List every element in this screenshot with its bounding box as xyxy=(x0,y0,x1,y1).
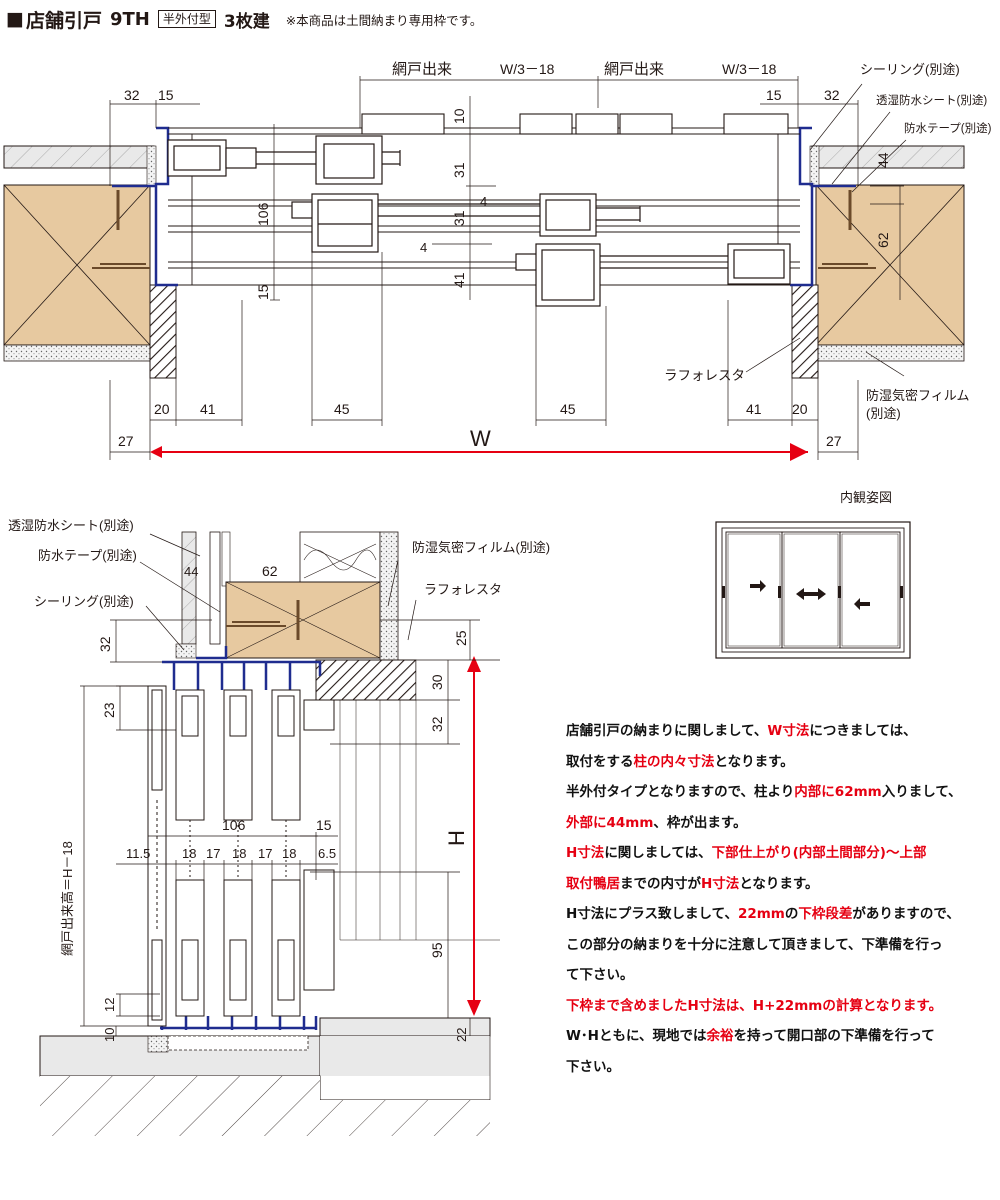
note-line-4: 外部に44mm、枠が出ます。 xyxy=(566,814,747,831)
plan-dim-l27: 27 xyxy=(118,433,134,449)
section-dim-6-5: 6.5 xyxy=(318,846,336,861)
plan-w3-label-left: W/3－18 xyxy=(500,61,555,77)
header-note: ※本商品は土間納まり専用枠です。 xyxy=(285,12,483,28)
plan-width-label: W xyxy=(470,426,491,451)
plan-dim-l41: 41 xyxy=(200,401,216,417)
interior-view-title: 内観姿図 xyxy=(840,490,892,505)
panel-count: 3枚建 xyxy=(223,11,270,32)
section-dim-11-5: 11.5 xyxy=(126,846,150,861)
section-label-vapor-film: 防湿気密フィルム(別途) xyxy=(412,540,550,555)
plan-frame xyxy=(112,126,856,287)
plan-dim-10: 10 xyxy=(451,108,467,124)
plan-dim-62: 62 xyxy=(875,232,891,248)
note-line-3: 半外付タイプとなりますので、柱より内部に62mm入りまして、 xyxy=(566,784,962,800)
plan-dim-31a: 31 xyxy=(451,162,467,178)
plan-view: 32 15 網戸出来 W/3－18 網戸出来 W/3－18 15 32 10 3… xyxy=(3,61,992,461)
model-code: 9TH xyxy=(109,8,150,30)
plan-label-sealing: シーリング(別途) xyxy=(860,62,960,77)
section-dim-22: 22 xyxy=(454,1028,469,1042)
section-sashes xyxy=(175,689,335,1017)
page-header: ■ 店舗引戸 9TH 半外付型 3枚建 ※本商品は土間納まり専用枠です。 xyxy=(6,4,482,34)
plan-dim-left-32: 32 xyxy=(124,87,140,103)
plan-dim-45b: 45 xyxy=(560,401,576,417)
plan-label-lafolesta: ラフォレスタ xyxy=(664,368,745,383)
plan-dim-44: 44 xyxy=(875,152,891,168)
plan-screen-label-right: 網戸出来 xyxy=(604,61,664,78)
plan-label-waterproof-tape: 防水テープ(別途) xyxy=(904,121,992,135)
arrow-right-icon xyxy=(750,580,766,592)
section-view: 透湿防水シート(別途) 防水テープ(別途) シーリング(別途) 防湿気密フィルム… xyxy=(8,518,550,1136)
section-dimension-lines xyxy=(80,533,500,1037)
plan-dim-41: 41 xyxy=(451,272,467,288)
section-dim-106: 106 xyxy=(222,817,246,833)
section-height-label: H xyxy=(444,830,469,846)
section-dim-17b: 17 xyxy=(258,846,272,861)
plan-dim-l20: 20 xyxy=(154,401,170,417)
section-label-lafolesta: ラフォレスタ xyxy=(424,582,502,597)
plan-dim-45a: 45 xyxy=(334,401,350,417)
plan-dim-4a: 4 xyxy=(480,194,487,209)
double-arrow-icon xyxy=(796,588,826,600)
plan-label-vapor-film-2: (別途) xyxy=(866,406,901,421)
sash-2 xyxy=(291,193,641,253)
note-line-1: 店舗引戸の納まりに関しまして、W寸法につきましては、 xyxy=(566,723,917,739)
section-screen-height-label: 網戸出来高＝H－18 xyxy=(60,841,75,956)
section-dim-32: 32 xyxy=(429,716,445,732)
plan-dim-right-15: 15 xyxy=(766,87,782,103)
arrow-left-icon xyxy=(854,598,870,610)
plan-dim-left-15: 15 xyxy=(158,87,174,103)
section-dim-10: 10 xyxy=(102,1028,117,1042)
section-dim-18b: 18 xyxy=(232,846,246,861)
plan-dim-r27: 27 xyxy=(826,433,842,449)
plan-dimension-lines xyxy=(109,76,907,460)
section-dim-62: 62 xyxy=(262,563,278,579)
note-line-2: 取付をする柱の内々寸法となります。 xyxy=(566,753,794,770)
screen-frames xyxy=(361,113,789,135)
mount-type-badge: 半外付型 xyxy=(157,10,216,28)
section-screen xyxy=(147,685,167,1027)
plan-screen-label-left: 網戸出来 xyxy=(392,61,452,78)
interior-elevation: 内観姿図 xyxy=(715,490,911,659)
section-label-sealing: シーリング(別途) xyxy=(34,594,134,609)
section-dim-32-top: 32 xyxy=(97,636,113,652)
page-title: 店舗引戸 xyxy=(25,9,102,32)
note-line-11: W･Hともに、現地では余裕を持って開口部の下準備を行って xyxy=(566,1028,935,1044)
note-line-5: H寸法に関しましては、下部仕上がり(内部土間部分)～上部 xyxy=(566,845,927,861)
section-dim-44: 44 xyxy=(184,564,198,579)
title-square-icon: ■ xyxy=(6,8,24,30)
plan-label-moisture-sheet: 透湿防水シート(別途) xyxy=(876,93,987,107)
section-dim-25: 25 xyxy=(453,630,469,646)
section-dim-23: 23 xyxy=(101,702,117,718)
section-dim-95: 95 xyxy=(429,942,445,958)
section-dim-17a: 17 xyxy=(206,846,220,861)
plan-dim-right-32: 32 xyxy=(824,87,840,103)
note-line-6: 取付鴨居までの内寸がH寸法となります。 xyxy=(566,875,819,892)
section-dim-15: 15 xyxy=(316,817,332,833)
note-line-8: この部分の納まりを十分に注意して頂きまして、下準備を行っ xyxy=(566,936,943,953)
plan-dim-31b: 31 xyxy=(451,210,467,226)
section-dim-18c: 18 xyxy=(282,846,296,861)
section-dim-12: 12 xyxy=(102,998,117,1012)
plan-dim-15: 15 xyxy=(255,284,271,300)
plan-dim-r20: 20 xyxy=(792,401,808,417)
section-label-waterproof-tape: 防水テープ(別途) xyxy=(38,548,137,563)
plan-dim-r41: 41 xyxy=(746,401,762,417)
section-label-moisture-sheet: 透湿防水シート(別途) xyxy=(8,518,134,533)
plan-dim-4b: 4 xyxy=(420,240,427,255)
note-line-7: H寸法にプラス致しまして、22mmの下枠段差がありますので、 xyxy=(566,906,960,922)
sash-1 xyxy=(167,135,401,185)
plan-label-vapor-film-1: 防湿気密フィルム xyxy=(866,388,969,403)
installation-notes: 店舗引戸の納まりに関しまして、W寸法につきましては、 取付をする柱の内々寸法とな… xyxy=(566,716,996,1082)
sash-3 xyxy=(515,243,791,307)
note-line-9: て下さい。 xyxy=(566,967,634,983)
section-dim-30: 30 xyxy=(429,674,445,690)
plan-dim-106: 106 xyxy=(255,202,271,226)
note-line-12: 下さい。 xyxy=(566,1058,620,1075)
note-line-10: 下枠まで含めましたH寸法は、H+22mmの計算となります。 xyxy=(566,997,943,1014)
section-dim-18a: 18 xyxy=(182,846,196,861)
plan-w3-label-right: W/3－18 xyxy=(722,61,777,77)
